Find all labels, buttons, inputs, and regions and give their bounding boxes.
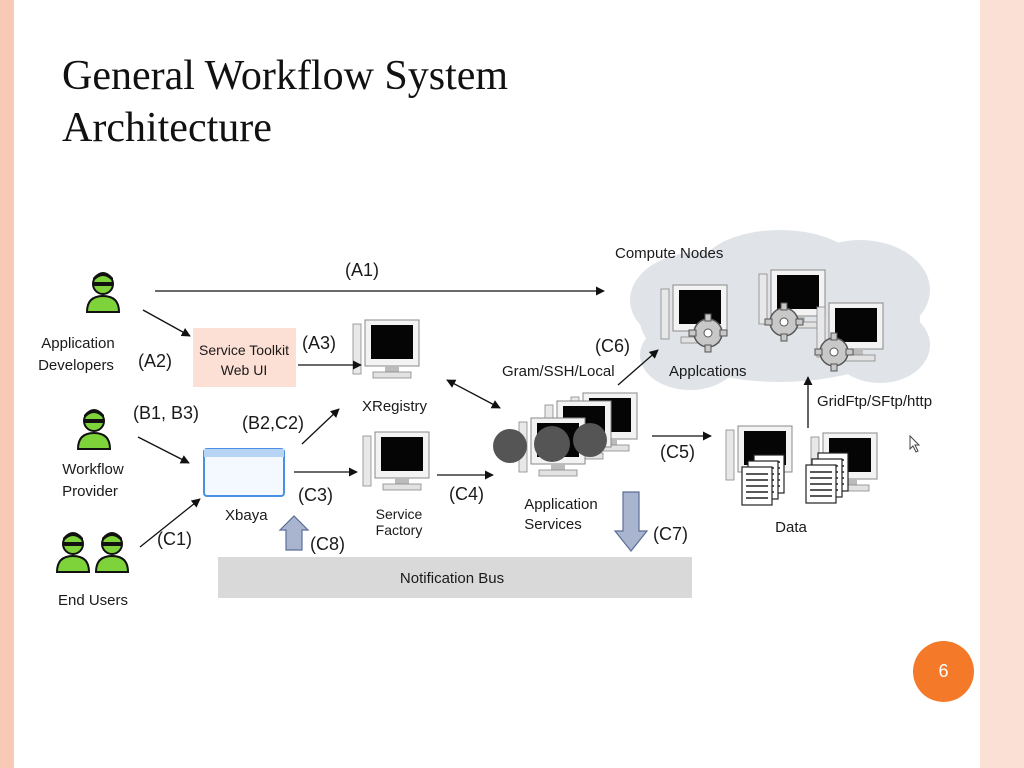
edge-label-b1b3: (B1, B3) — [133, 403, 199, 423]
c8-up-arrow-icon — [278, 515, 310, 551]
edge-label-c6: (C6) — [595, 336, 630, 356]
service-node-icon — [534, 426, 570, 462]
xbaya-label: Xbaya — [225, 507, 268, 524]
arrows — [137, 286, 813, 548]
left-border — [0, 0, 14, 768]
service-factory-label-2: Factory — [376, 522, 423, 538]
workflow-provider-label-2: Provider — [62, 483, 118, 500]
title-line-2: Architecture — [62, 105, 272, 151]
edge-label-c4: (C4) — [449, 484, 484, 504]
service-toolkit-label-1: Service Toolkit — [199, 342, 289, 358]
edge-label-a1: (A1) — [345, 260, 379, 280]
edge-label-c5: (C5) — [660, 442, 695, 462]
app-services-label-2: Services — [524, 516, 582, 533]
end-users-label: End Users — [58, 592, 128, 609]
compute-nodes-label: Compute Nodes — [615, 245, 723, 262]
xregistry-label: XRegistry — [362, 398, 428, 415]
c7-down-arrow-icon — [613, 491, 649, 552]
edge-label-c8: (C8) — [310, 534, 345, 554]
page-number-badge: 6 — [913, 641, 974, 702]
app-developers-label-1: Application — [41, 335, 114, 352]
application-developers-icon — [86, 271, 120, 313]
xbaya-window-icon — [203, 448, 285, 497]
document-stack-icon — [741, 454, 785, 506]
applications-label: Applcations — [669, 363, 747, 380]
edge-label-c1: (C1) — [157, 529, 192, 549]
title-line-1: General Workflow System — [62, 53, 509, 99]
cursor-icon — [909, 434, 921, 453]
app-developers-label-2: Developers — [38, 357, 114, 374]
right-border — [980, 0, 1024, 768]
service-node-icon — [493, 429, 527, 463]
xregistry-monitor — [352, 319, 420, 379]
service-factory-label-1: Service — [376, 506, 423, 522]
workflow-provider-label-1: Workflow — [62, 461, 124, 478]
document-stack-icon — [805, 452, 849, 504]
app-services-label-1: Application — [524, 496, 597, 513]
notification-bus-label: Notification Bus — [400, 570, 504, 587]
edge-label-c3: (C3) — [298, 485, 333, 505]
edge-label-b2c2: (B2,C2) — [242, 413, 304, 433]
edge-label-c7: (C7) — [653, 524, 688, 544]
service-factory-monitor — [362, 431, 430, 491]
end-users-icon — [56, 531, 129, 573]
notification-bus — [218, 557, 692, 598]
slide-title: General Workflow System Architecture — [62, 50, 508, 154]
service-toolkit-box — [193, 328, 296, 387]
gram-label: Gram/SSH/Local — [502, 363, 615, 380]
service-toolkit-label-2: Web UI — [221, 362, 267, 378]
service-node-icon — [573, 423, 607, 457]
workflow-provider-icon — [77, 408, 111, 450]
data-label: Data — [775, 519, 807, 536]
edge-label-a2: (A2) — [138, 351, 172, 371]
gridftp-label: GridFtp/SFtp/http — [817, 393, 932, 410]
edge-label-a3: (A3) — [302, 333, 336, 353]
